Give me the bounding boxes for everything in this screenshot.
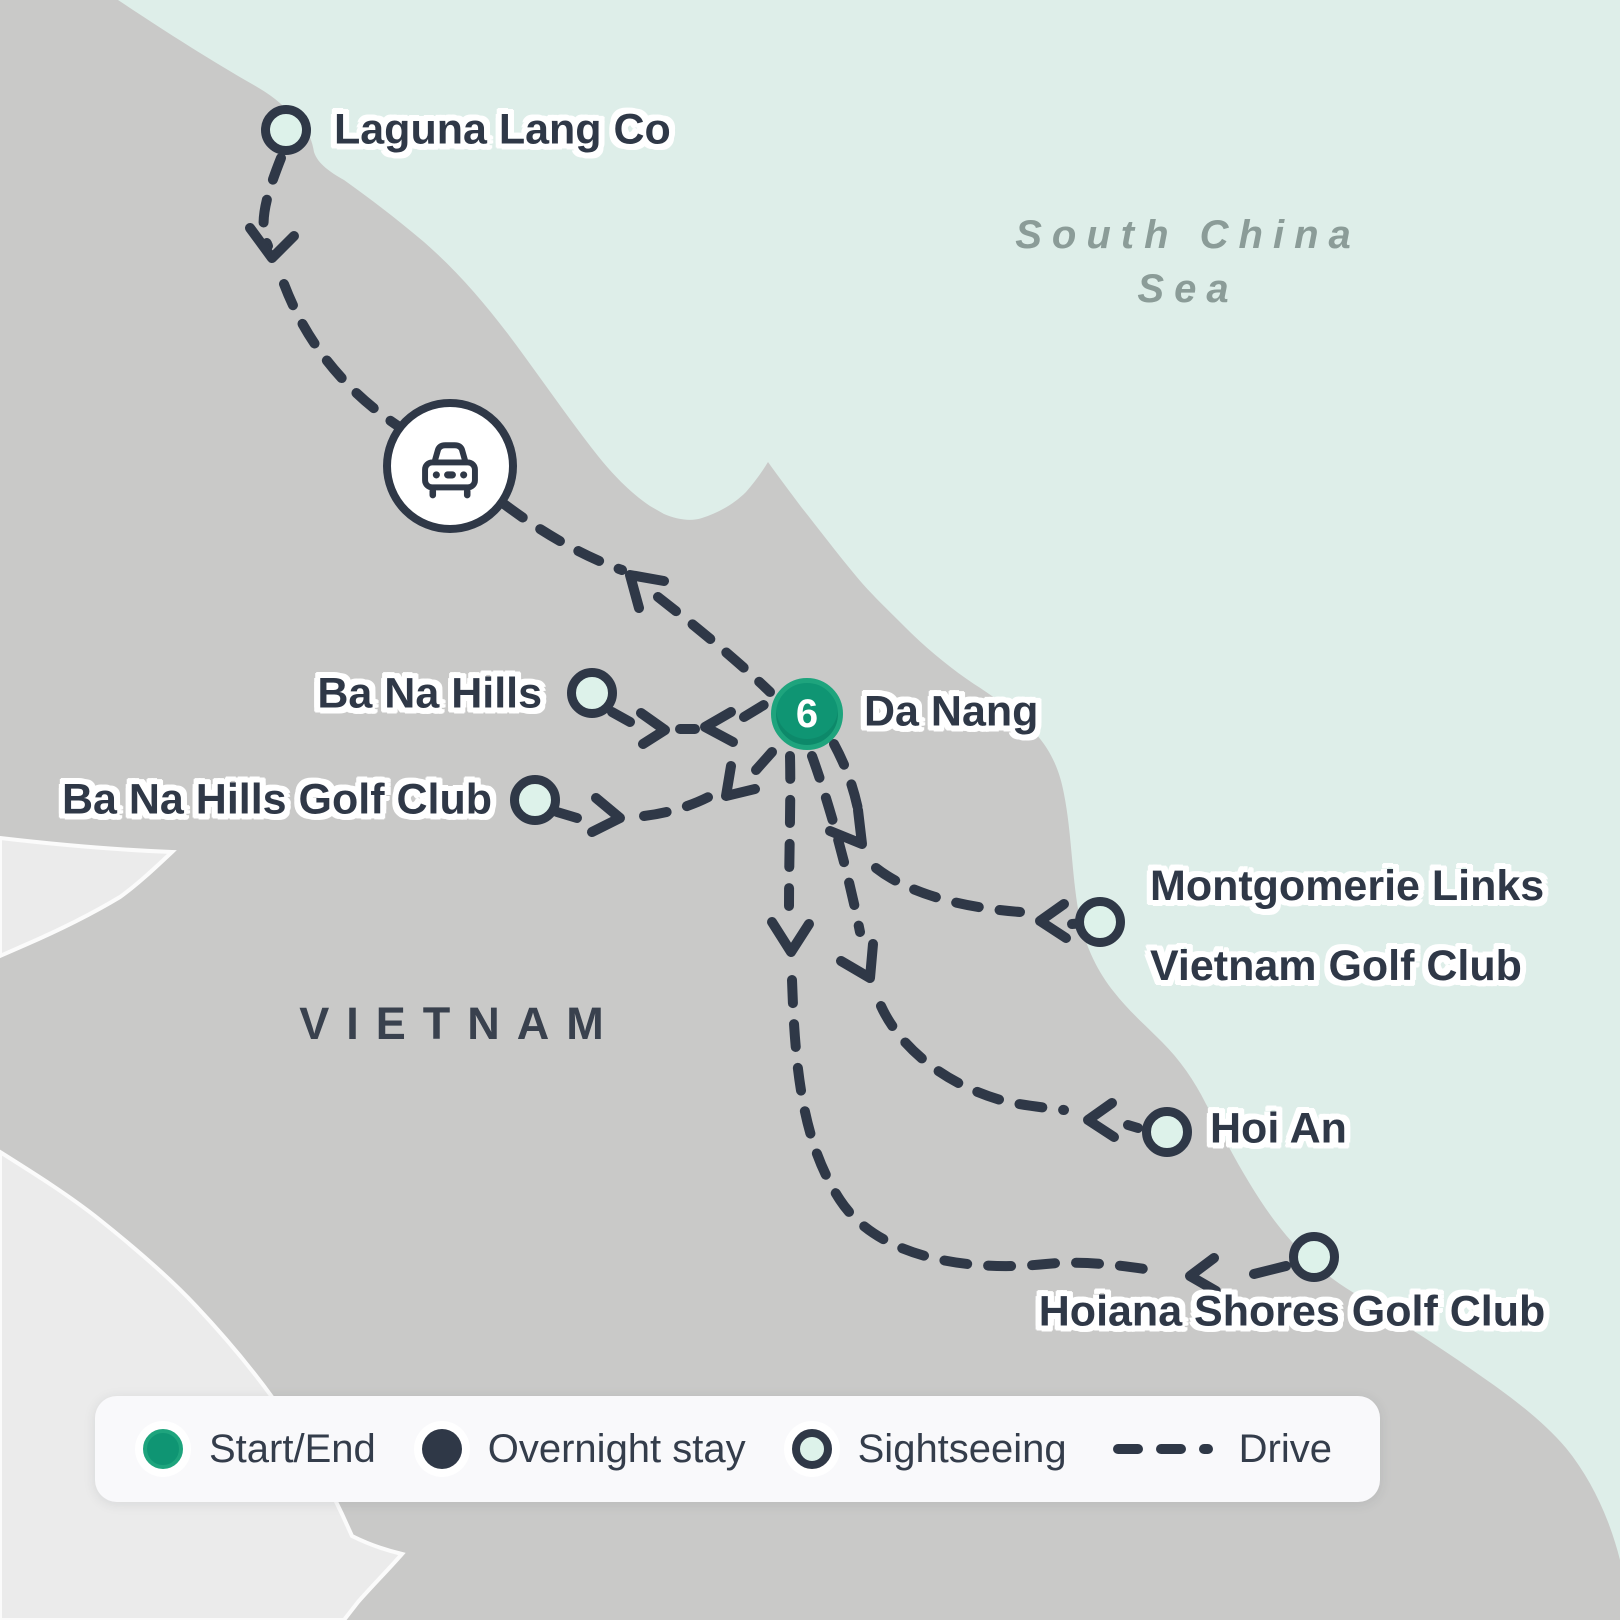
drive-car-badge	[383, 399, 517, 533]
marker-laguna-lang-co[interactable]	[261, 105, 311, 155]
sea-label-south-china-sea: South China Sea	[1015, 208, 1361, 316]
legend-sightseeing-label: Sightseeing	[857, 1426, 1067, 1471]
sightseeing-dot-icon	[791, 1429, 832, 1469]
label-ba-na-hills-golf-club: Ba Na Hills Golf Club	[61, 775, 492, 824]
route-danang-banahills	[607, 695, 777, 749]
legend-item-drive: Drive	[1112, 1426, 1332, 1472]
route-arrow-east	[587, 793, 625, 837]
sea-label-line2: Sea	[1137, 267, 1239, 311]
label-montgomerie-links: Montgomerie Links Vietnam Golf Club	[1150, 846, 1544, 1006]
route-danang-hoian	[807, 751, 1143, 1142]
route-danang-banagolf	[552, 747, 777, 837]
route-arrow-south	[245, 223, 299, 263]
car-icon	[422, 442, 478, 499]
route-arrow-southwest	[721, 761, 760, 801]
da-nang-nights-count: 6	[795, 691, 819, 736]
route-arrow-west	[1035, 899, 1071, 943]
marker-montgomerie-links[interactable]	[1075, 897, 1125, 947]
marker-da-nang-start-end[interactable]: 6	[771, 678, 843, 750]
dashed-line-icon	[1112, 1444, 1213, 1454]
marker-ba-na-hills-golf-club[interactable]	[510, 775, 560, 825]
route-arrow-west	[1185, 1253, 1221, 1296]
label-ba-na-hills: Ba Na Hills	[317, 669, 542, 718]
route-arrow-west	[1083, 1098, 1119, 1142]
marker-ba-na-hills[interactable]	[567, 668, 617, 718]
route-arrow-west	[700, 707, 738, 747]
label-hoiana-shores: Hoiana Shores Golf Club	[1038, 1287, 1546, 1336]
country-label-vietnam: VIETNAM	[299, 998, 621, 1049]
route-arrow-southeast	[825, 805, 867, 849]
neighbor-country-shape-upper	[0, 835, 177, 959]
route-arrow-east	[636, 708, 670, 749]
route-arrow-south	[836, 939, 878, 983]
marker-hoi-an[interactable]	[1142, 1107, 1192, 1157]
label-montgomerie-line2: Vietnam Golf Club	[1150, 942, 1522, 990]
route-danang-hoiana	[767, 751, 1291, 1296]
legend-start-end-label: Start/End	[209, 1426, 376, 1471]
route-arrow-south	[767, 917, 814, 957]
legend-item-sightseeing: Sightseeing	[791, 1426, 1067, 1472]
overnight-dot-icon	[421, 1429, 462, 1469]
route-danang-laguna	[245, 153, 775, 697]
route-arrow-northwest	[625, 570, 669, 613]
marker-hoiana-shores[interactable]	[1289, 1232, 1339, 1282]
label-laguna-lang-co: Laguna Lang Co	[334, 105, 671, 154]
map-legend: Start/End Overnight stay Sightseeing Dri…	[95, 1396, 1380, 1502]
sea-label-line1: South China	[1015, 213, 1361, 257]
label-hoi-an: Hoi An	[1210, 1104, 1347, 1153]
start-end-dot-icon	[143, 1429, 183, 1469]
legend-item-start-end: Start/End	[143, 1427, 376, 1472]
legend-item-overnight: Overnight stay	[421, 1426, 746, 1472]
label-da-nang: Da Nang	[864, 687, 1039, 736]
label-montgomerie-line1: Montgomerie Links	[1150, 862, 1545, 910]
legend-overnight-label: Overnight stay	[487, 1426, 746, 1471]
legend-drive-label: Drive	[1238, 1426, 1332, 1471]
